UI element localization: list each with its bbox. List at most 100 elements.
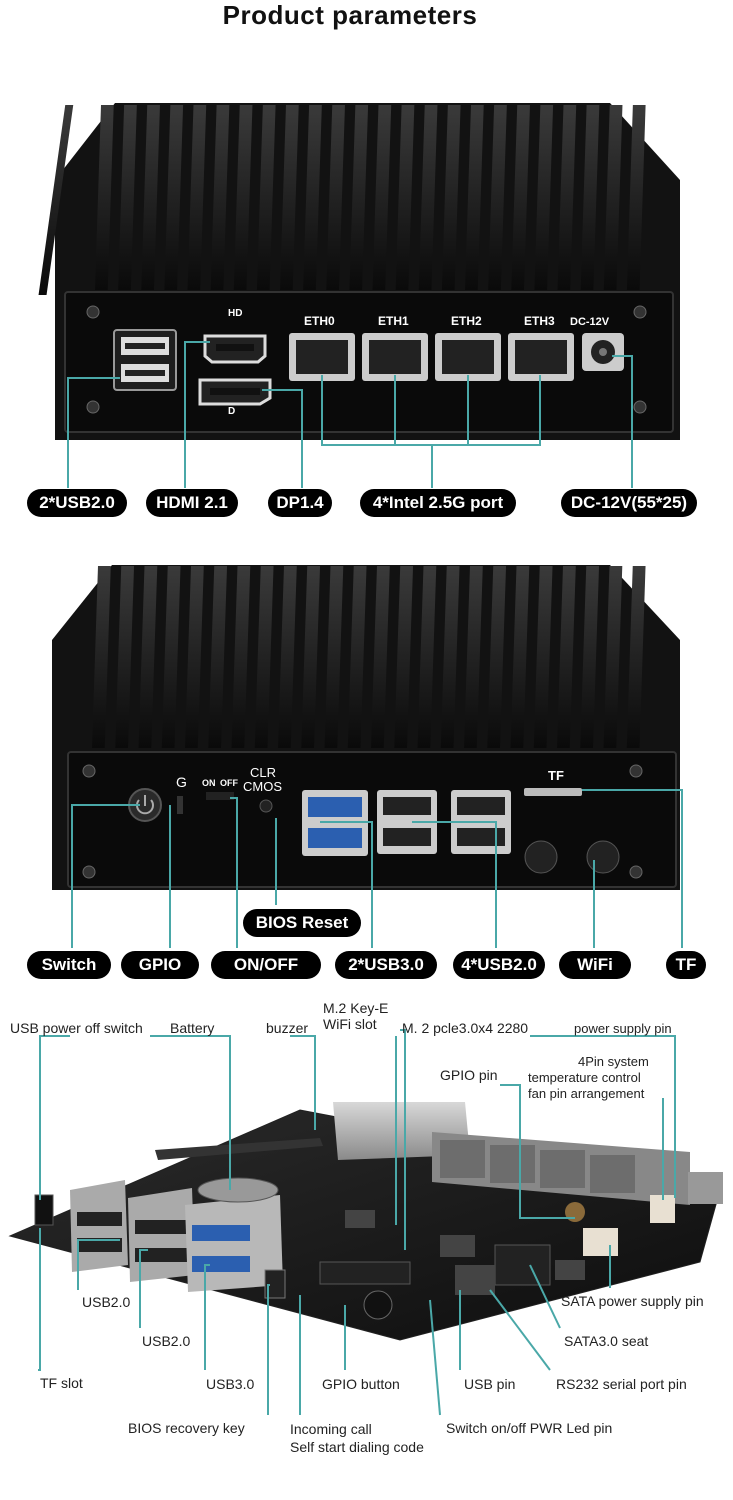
heatsink-fin xyxy=(488,105,507,290)
callout-eth: 4*Intel 2.5G port xyxy=(360,489,516,517)
back-leaders xyxy=(71,789,683,948)
front-leaders xyxy=(67,341,633,488)
label-usb-power-off-switch: USB power off switch xyxy=(10,1020,143,1036)
heatsink-fin xyxy=(187,105,207,290)
heatsink-fin xyxy=(533,566,553,748)
heatsink-fin xyxy=(626,566,646,748)
callout-switch: Switch xyxy=(27,951,111,979)
heatsink-fin xyxy=(231,566,251,748)
board-rj45-block xyxy=(333,1102,723,1205)
heatsink-fin xyxy=(208,566,228,748)
label-usb-pin: USB pin xyxy=(464,1376,516,1392)
label-usb30: USB3.0 xyxy=(206,1376,255,1392)
heatsink-fin xyxy=(465,105,484,290)
cmos-label: CMOS xyxy=(243,779,282,794)
heatsink-fin xyxy=(301,566,321,748)
heatsink-fin xyxy=(418,105,438,290)
heatsink-fin xyxy=(511,105,530,290)
heatsink-fin xyxy=(464,566,483,748)
back-unit xyxy=(52,565,683,948)
label-gpio-button: GPIO button xyxy=(322,1376,400,1392)
callout-usb3: 2*USB3.0 xyxy=(335,951,437,979)
heatsink-fin xyxy=(510,566,530,748)
heatsink-fin xyxy=(626,105,646,290)
eth3-label: ETH3 xyxy=(524,314,555,328)
motherboard xyxy=(8,1029,723,1416)
heatsink-fin xyxy=(557,566,576,748)
tf-panel-label: TF xyxy=(548,768,564,783)
heatsink-fin xyxy=(210,105,230,290)
heatsink-fin xyxy=(185,566,204,748)
heatsink-fin xyxy=(371,566,390,748)
on-label: ON xyxy=(202,778,216,788)
heatsink-fin xyxy=(164,105,184,290)
heatsink-fin xyxy=(349,105,369,290)
usb2-stack-front xyxy=(113,329,177,391)
board-leaders xyxy=(38,1029,676,1416)
heatsink-fin xyxy=(534,105,554,290)
hd-mark: HD xyxy=(228,308,243,319)
heatsink-fin xyxy=(141,105,160,290)
callout-dc: DC-12V(55*25) xyxy=(561,489,697,517)
callout-dp: DP1.4 xyxy=(268,489,332,517)
usb2-stack-back-2 xyxy=(451,790,511,854)
dc-jack xyxy=(582,333,624,371)
heatsink-fin xyxy=(280,105,299,290)
eth2-label: ETH2 xyxy=(451,314,482,328)
callout-bios-reset: BIOS Reset xyxy=(243,909,361,937)
heatsink-fin xyxy=(487,566,507,748)
label-sata-power: SATA power supply pin xyxy=(561,1293,704,1309)
label-incoming-2: Self start dialing code xyxy=(290,1439,424,1455)
callout-usb2-back: 4*USB2.0 xyxy=(453,951,545,979)
heatsink-fin xyxy=(256,105,276,290)
heatsink-fin xyxy=(254,566,274,748)
eth1-label: ETH1 xyxy=(378,314,409,328)
label-gpio-pin: GPIO pin xyxy=(440,1067,498,1083)
callout-wifi: WiFi xyxy=(559,951,631,979)
label-tf-slot: TF slot xyxy=(40,1375,83,1391)
heatsink-fin xyxy=(557,105,577,290)
label-incoming-1: Incoming call xyxy=(290,1421,372,1437)
label-bios-recovery: BIOS recovery key xyxy=(128,1420,245,1436)
off-label: OFF xyxy=(220,778,238,788)
eth0-label: ETH0 xyxy=(304,314,335,328)
usb2-stack-back-1 xyxy=(377,790,437,854)
dp-port xyxy=(198,378,272,406)
heatsink-fin xyxy=(233,105,253,290)
clr-label: CLR xyxy=(250,765,277,780)
heatsink-fins xyxy=(95,105,646,290)
eth-ports xyxy=(289,333,574,381)
heatsink-fins-front xyxy=(38,105,74,295)
dc-panel-label: DC-12V xyxy=(570,316,610,328)
label-m2-pcie: M. 2 pcle3.0x4 2280 xyxy=(402,1020,529,1036)
label-sata30: SATA3.0 seat xyxy=(564,1333,649,1349)
heatsink-fin xyxy=(603,566,623,748)
label-rs232: RS232 serial port pin xyxy=(556,1376,687,1392)
callout-usb2: 2*USB2.0 xyxy=(27,489,127,517)
label-m2-keye-2: WiFi slot xyxy=(323,1016,377,1032)
heatsink-fin xyxy=(278,566,297,748)
page-title: Product parameters xyxy=(222,0,478,30)
label-power-supply-pin: power supply pin xyxy=(574,1021,672,1036)
label-m2-keye-1: M.2 Key-E xyxy=(323,1000,389,1016)
heatsink-fin xyxy=(417,566,437,748)
label-buzzer: buzzer xyxy=(266,1020,309,1036)
heatsink-fins xyxy=(92,566,646,748)
g-label: G xyxy=(176,774,187,790)
heatsink-fin xyxy=(347,566,367,748)
hdmi-port xyxy=(203,334,267,364)
heatsink-fin xyxy=(161,566,181,748)
heatsink-fin xyxy=(115,566,135,748)
callout-hdmi: HDMI 2.1 xyxy=(146,489,238,517)
label-switch-pwr: Switch on/off PWR Led pin xyxy=(446,1420,613,1436)
heatsink-fin xyxy=(95,105,114,290)
label-usb20-a: USB2.0 xyxy=(82,1294,131,1310)
heatsink-fin xyxy=(92,566,111,748)
label-fan-2: temperature control xyxy=(528,1070,641,1085)
label-fan-3: fan pin arrangement xyxy=(528,1086,645,1101)
heatsink-fin xyxy=(580,105,600,290)
label-fan-1: 4Pin system xyxy=(578,1054,649,1069)
callout-tf: TF xyxy=(666,951,706,979)
heatsink-fin xyxy=(324,566,344,748)
